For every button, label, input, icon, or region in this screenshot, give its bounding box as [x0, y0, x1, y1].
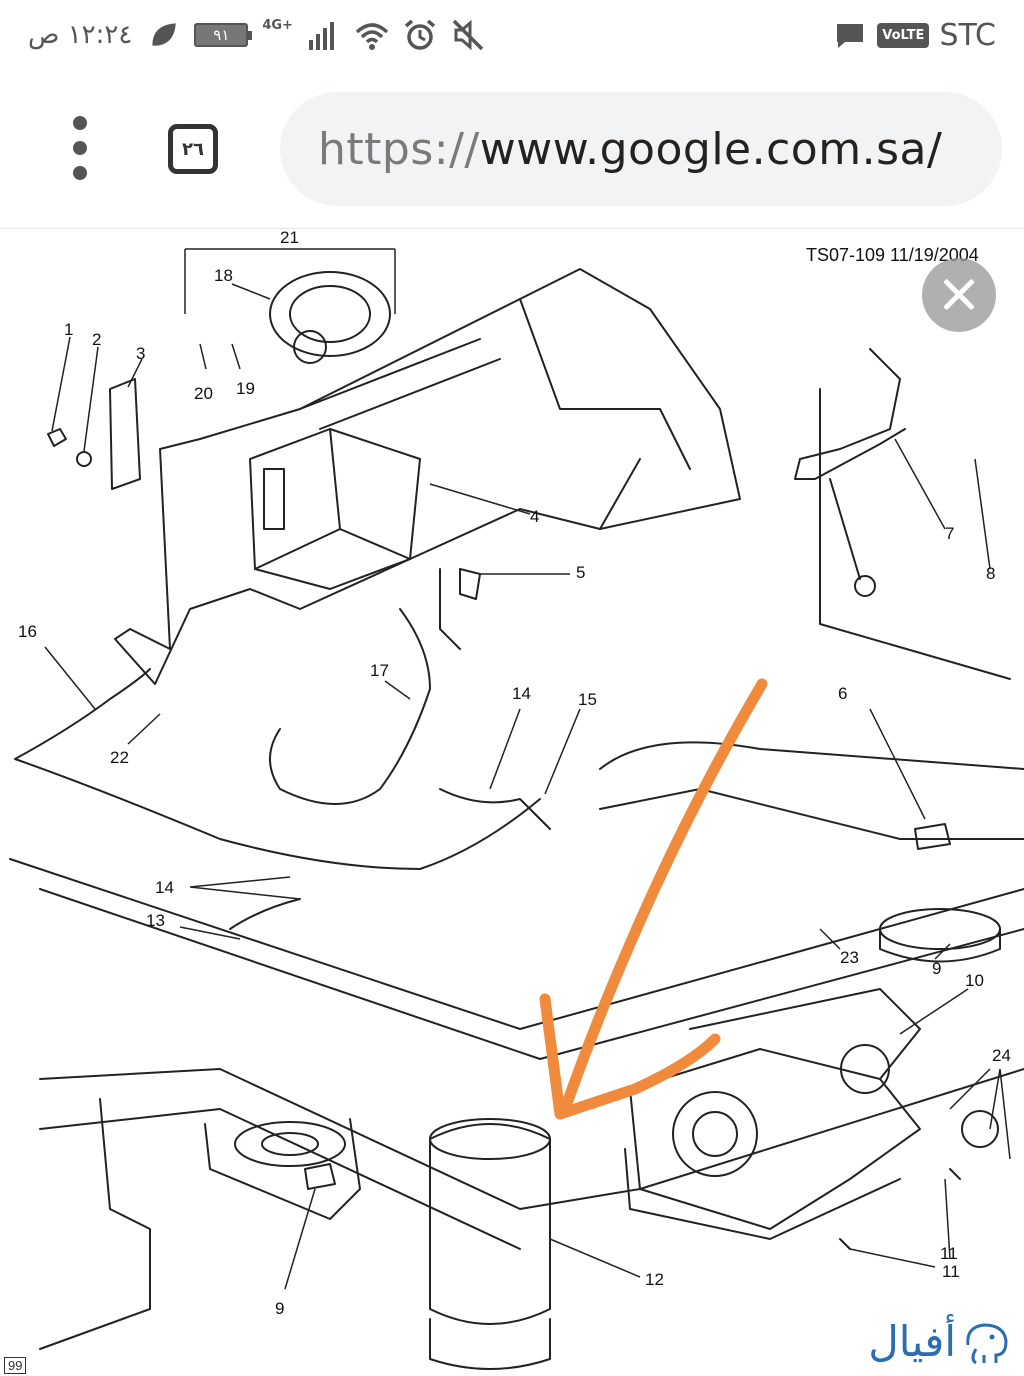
callout-5: 5 — [576, 563, 585, 582]
url-text: https://www.google.com.sa/ — [318, 124, 942, 175]
status-time: ١٢:٢٤ ص — [28, 20, 133, 50]
status-bar: ١٢:٢٤ ص ٩١ 4G+ Vo — [0, 0, 1024, 70]
diagram-header: TS07-109 11/19/2004 — [806, 245, 979, 265]
battery-icon: ٩١ — [194, 23, 253, 47]
alarm-icon — [404, 19, 436, 50]
callout-3: 3 — [136, 344, 145, 363]
callout-16: 16 — [18, 622, 37, 641]
watermark: أفيال — [868, 1317, 1012, 1366]
callout-11: 11 — [942, 1262, 960, 1281]
callout-24: 24 — [992, 1046, 1011, 1065]
callout-22: 22 — [110, 748, 129, 767]
parts-diagram: TS07-109 11/19/2004 1 2 3 4 5 6 7 8 9 9 … — [9, 229, 1024, 1370]
wifi-icon — [355, 23, 389, 50]
callout-19: 19 — [236, 379, 255, 398]
callout-10: 10 — [965, 971, 984, 990]
callout-2: 2 — [92, 330, 101, 349]
callout-12: 12 — [645, 1270, 664, 1289]
volte-badge: VoLTE — [877, 22, 930, 48]
callout-15: 15 — [578, 690, 597, 709]
status-bar-left: ١٢:٢٤ ص ٩١ 4G+ — [28, 14, 485, 56]
url-scheme: https:// — [318, 123, 480, 175]
callout-11: 11 — [940, 1244, 958, 1263]
callout-13: 13 — [146, 911, 165, 930]
signal-icon — [308, 22, 334, 50]
figure-id: 99 — [4, 1357, 27, 1374]
callout-23: 23 — [840, 948, 859, 967]
chat-bubble-icon — [837, 24, 864, 48]
menu-dot-icon — [73, 141, 87, 155]
callout-14: 14 — [512, 684, 531, 703]
callout-8: 8 — [986, 564, 995, 583]
url-host: www.google.com.sa/ — [479, 123, 943, 175]
callout-21: 21 — [280, 229, 299, 247]
callout-9: 9 — [932, 959, 941, 978]
callout-14: 14 — [155, 878, 174, 897]
url-bar[interactable]: https://www.google.com.sa/ — [280, 92, 1002, 206]
callout-17: 17 — [370, 661, 389, 680]
close-image-button[interactable] — [922, 258, 996, 332]
annotation-arrow — [539, 678, 768, 1120]
callout-6: 6 — [838, 684, 847, 703]
leaf-icon — [152, 23, 177, 46]
callout-1: 1 — [64, 320, 73, 339]
callout-4: 4 — [530, 507, 539, 526]
status-bar-right: VoLTE STC — [833, 14, 996, 56]
watermark-text: أفيال — [868, 1317, 956, 1366]
callout-9: 9 — [275, 1299, 284, 1318]
carrier-name: STC — [939, 17, 996, 53]
callout-7: 7 — [945, 524, 954, 543]
callout-18: 18 — [214, 266, 233, 285]
image-viewer: TS07-109 11/19/2004 1 2 3 4 5 6 7 8 9 9 … — [0, 229, 1024, 1376]
overflow-menu-button[interactable] — [56, 110, 104, 186]
tab-switcher-button[interactable]: ٢٦ — [168, 124, 218, 174]
menu-dot-icon — [73, 116, 87, 130]
menu-dot-icon — [73, 166, 87, 180]
callout-20: 20 — [194, 384, 213, 403]
network-type: 4G+ — [262, 17, 293, 33]
mute-icon — [452, 19, 484, 51]
elephant-logo-icon — [966, 1322, 1008, 1364]
browser-toolbar: ٢٦ https://www.google.com.sa/ — [0, 70, 1024, 229]
